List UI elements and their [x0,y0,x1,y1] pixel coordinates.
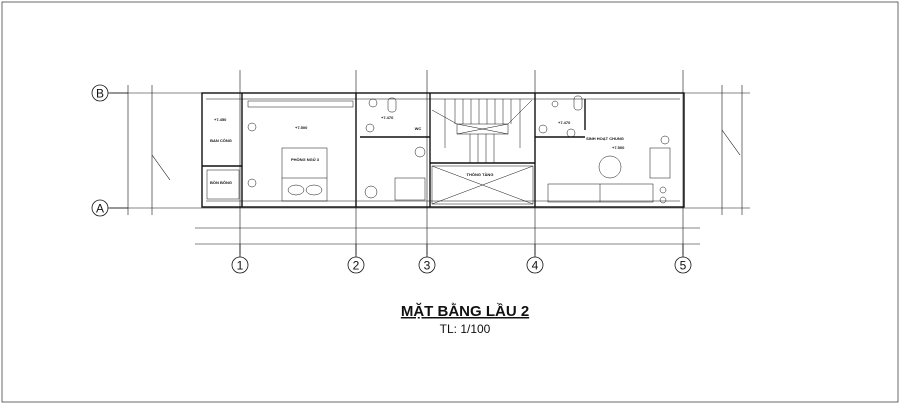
grid-label-2: 2 [353,259,360,273]
sofa [547,183,654,203]
room-label-balcony: BAN CÔNG [210,138,232,143]
grid-label-5: 5 [680,259,687,273]
grid-label-b: B [96,87,104,101]
sink [368,98,378,108]
drawing-title: MẶT BẰNG LẦU 2 [401,302,529,320]
armchair [649,147,671,179]
walls [201,92,685,208]
room-label-planter: BỒN BÔNG [210,180,232,185]
room-label-void: THÔNG TẦNG [467,172,494,177]
grid-label-3: 3 [424,259,431,273]
toilet [387,97,397,113]
furniture [206,95,671,204]
bed [281,147,328,202]
dimension-lines [127,85,743,245]
drawing-scale: TL: 1/100 [440,322,491,336]
staircase [431,99,533,163]
level-wc1: +7.470 [381,115,394,120]
void-opening [431,165,534,205]
level-bedroom: +7.500 [295,125,308,130]
level-balcony: +7.450 [214,117,227,122]
room-label-living: SINH HOẠT CHUNG [586,136,624,141]
level-living: +7.500 [612,145,625,150]
grid-bubbles [91,84,692,274]
grid-label-1: 1 [237,259,244,273]
room-label-bedroom: PHÒNG NGỦ 3 [291,157,320,162]
grid-label-a: A [96,202,104,216]
wardrobe [247,100,354,108]
room-label-wc: WC [415,126,422,131]
level-wc2: +7.470 [558,120,571,125]
round-table [598,155,622,179]
grid-label-4: 4 [532,259,539,273]
